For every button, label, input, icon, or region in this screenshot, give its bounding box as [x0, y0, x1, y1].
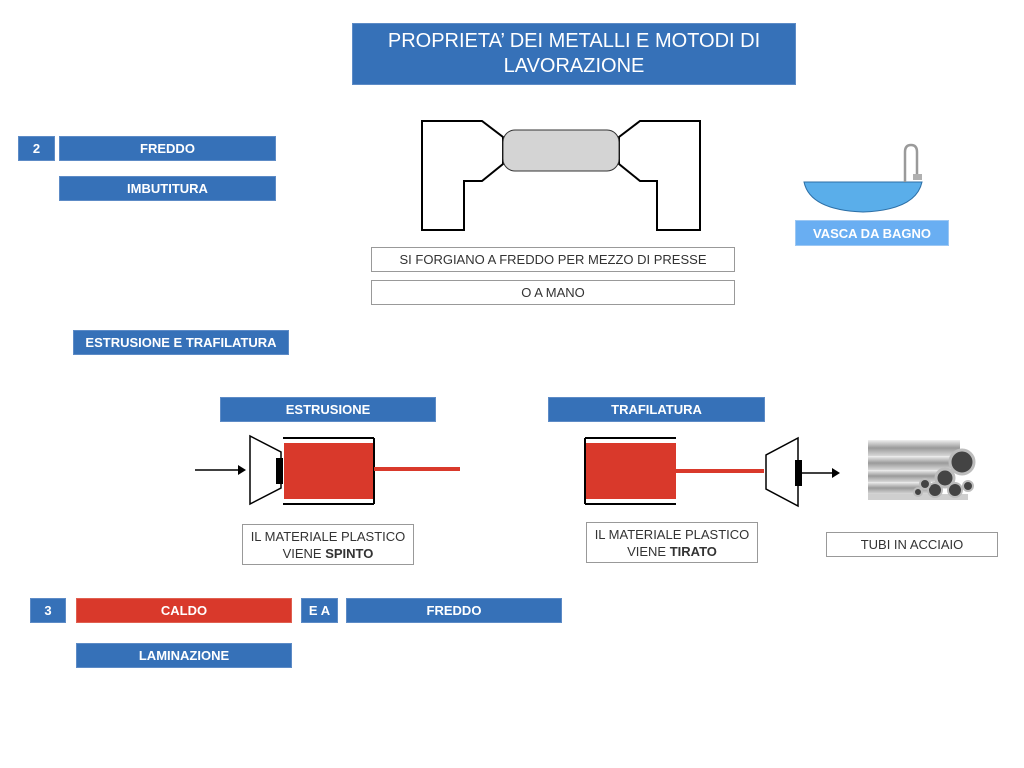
section-number-label: 2: [32, 141, 41, 156]
estrusione-trafilatura-heading: ESTRUSIONE E TRAFILATURA: [73, 330, 289, 355]
trafilatura-caption-bold: TIRATO: [669, 543, 717, 559]
freddo-box-3: FREDDO: [346, 598, 562, 623]
trafilatura-label-box: TRAFILATURA: [548, 397, 765, 422]
estrusione-caption-prefix: VIENE: [282, 545, 326, 561]
forging-note-2: O A MANO: [371, 280, 735, 305]
press-left-die: [421, 120, 504, 231]
forging-note-2-text: O A MANO: [521, 285, 585, 300]
push-arrow-head: [238, 465, 246, 475]
trafilatura-label: TRAFILATURA: [611, 402, 702, 417]
estrusione-label: ESTRUSIONE: [285, 402, 371, 417]
trafilatura-caption-prefix: VIENE: [627, 543, 670, 559]
forging-note-1-text: SI FORGIANO A FREDDO PER MEZZO DI PRESSE: [399, 252, 707, 267]
caldo-label: CALDO: [160, 603, 208, 618]
extruded-product: [374, 467, 460, 471]
extrusion-material: [284, 443, 373, 499]
connector-box: E A: [301, 598, 338, 623]
imbutitura-box: IMBUTITURA: [59, 176, 276, 201]
page-title-text: PROPRIETA’ DEI METALLI E MOTODI DI LAVOR…: [387, 30, 761, 77]
mode-freddo-label: FREDDO: [140, 141, 195, 156]
section-number-3: 3: [30, 598, 66, 623]
vasca-da-bagno-label: VASCA DA BAGNO: [813, 225, 931, 241]
tubi-acciaio-text: TUBI IN ACCIAIO: [860, 537, 964, 552]
drawing-die: [765, 436, 799, 508]
trafilatura-caption-line1: IL MATERIALE PLASTICO: [594, 526, 750, 542]
drawing-material: [586, 443, 676, 499]
imbutitura-label: IMBUTITURA: [127, 181, 208, 196]
extrusion-ram: [249, 434, 282, 506]
page-title: PROPRIETA’ DEI METALLI E MOTODI DI LAVOR…: [352, 23, 796, 85]
pull-arrow-head: [832, 468, 840, 478]
caldo-box: CALDO: [76, 598, 292, 623]
drawn-wire: [676, 469, 764, 473]
section-number-3-label: 3: [44, 603, 52, 618]
extrusion-ram-plate: [276, 458, 283, 484]
laminazione-box: LAMINAZIONE: [76, 643, 292, 668]
press-right-die: [618, 120, 701, 231]
estrusione-caption-line2: VIENE SPINTO: [283, 545, 374, 562]
estrusione-label-box: ESTRUSIONE: [220, 397, 436, 422]
vasca-da-bagno-label-box: VASCA DA BAGNO: [795, 220, 949, 246]
laminazione-label: LAMINAZIONE: [138, 648, 230, 663]
connector-label: E A: [308, 603, 331, 618]
mode-freddo-box: FREDDO: [59, 136, 276, 161]
section-number-2: 2: [18, 136, 55, 161]
tubi-acciaio-caption: TUBI IN ACCIAIO: [826, 532, 998, 557]
trafilatura-caption-line2: VIENE TIRATO: [627, 543, 717, 560]
estrusione-caption-bold: SPINTO: [325, 545, 374, 561]
estrusione-caption: IL MATERIALE PLASTICO VIENE SPINTO: [242, 524, 414, 565]
freddo-label-3: FREDDO: [426, 603, 482, 618]
trafilatura-caption: IL MATERIALE PLASTICO VIENE TIRATO: [586, 522, 758, 563]
forging-note-1: SI FORGIANO A FREDDO PER MEZZO DI PRESSE: [371, 247, 735, 272]
billet: [502, 129, 620, 172]
estrusione-caption-line1: IL MATERIALE PLASTICO: [250, 528, 406, 544]
drawing-die-plate: [795, 460, 802, 486]
estrusione-trafilatura-heading-text: ESTRUSIONE E TRAFILATURA: [85, 335, 277, 350]
